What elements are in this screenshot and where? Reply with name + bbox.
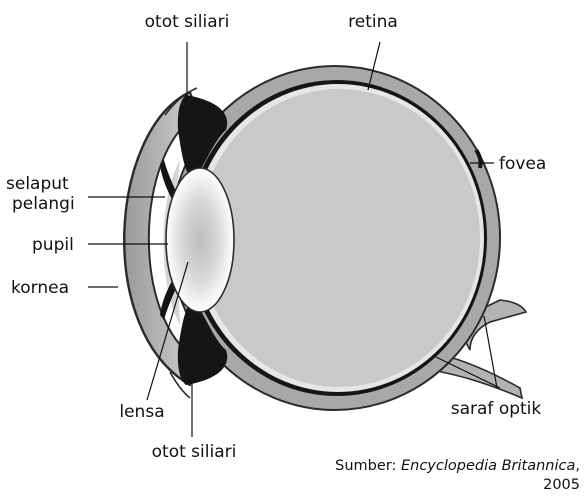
label-iris-line1: selaput: [6, 174, 69, 194]
source-caption: Sumber: Encyclopedia Britannica,: [335, 458, 580, 474]
label-optic-nerve: saraf optik: [451, 399, 542, 419]
lens: [166, 168, 234, 312]
label-ciliary-muscle-bottom: otot siliari: [152, 442, 237, 462]
label-pupil: pupil: [32, 235, 74, 255]
source-year: 2005: [543, 477, 580, 493]
label-cornea: kornea: [11, 278, 69, 298]
source-prefix: Sumber:: [335, 458, 401, 474]
label-ciliary-muscle-top: otot siliari: [145, 12, 230, 32]
label-iris-line2: pelangi: [12, 194, 75, 214]
label-fovea: fovea: [499, 154, 546, 174]
label-lens: lensa: [119, 402, 164, 422]
source-suffix: ,: [575, 458, 580, 474]
label-retina: retina: [348, 12, 398, 32]
eyeball-interior: [198, 89, 480, 387]
source-title: Encyclopedia Britannica: [401, 458, 575, 474]
